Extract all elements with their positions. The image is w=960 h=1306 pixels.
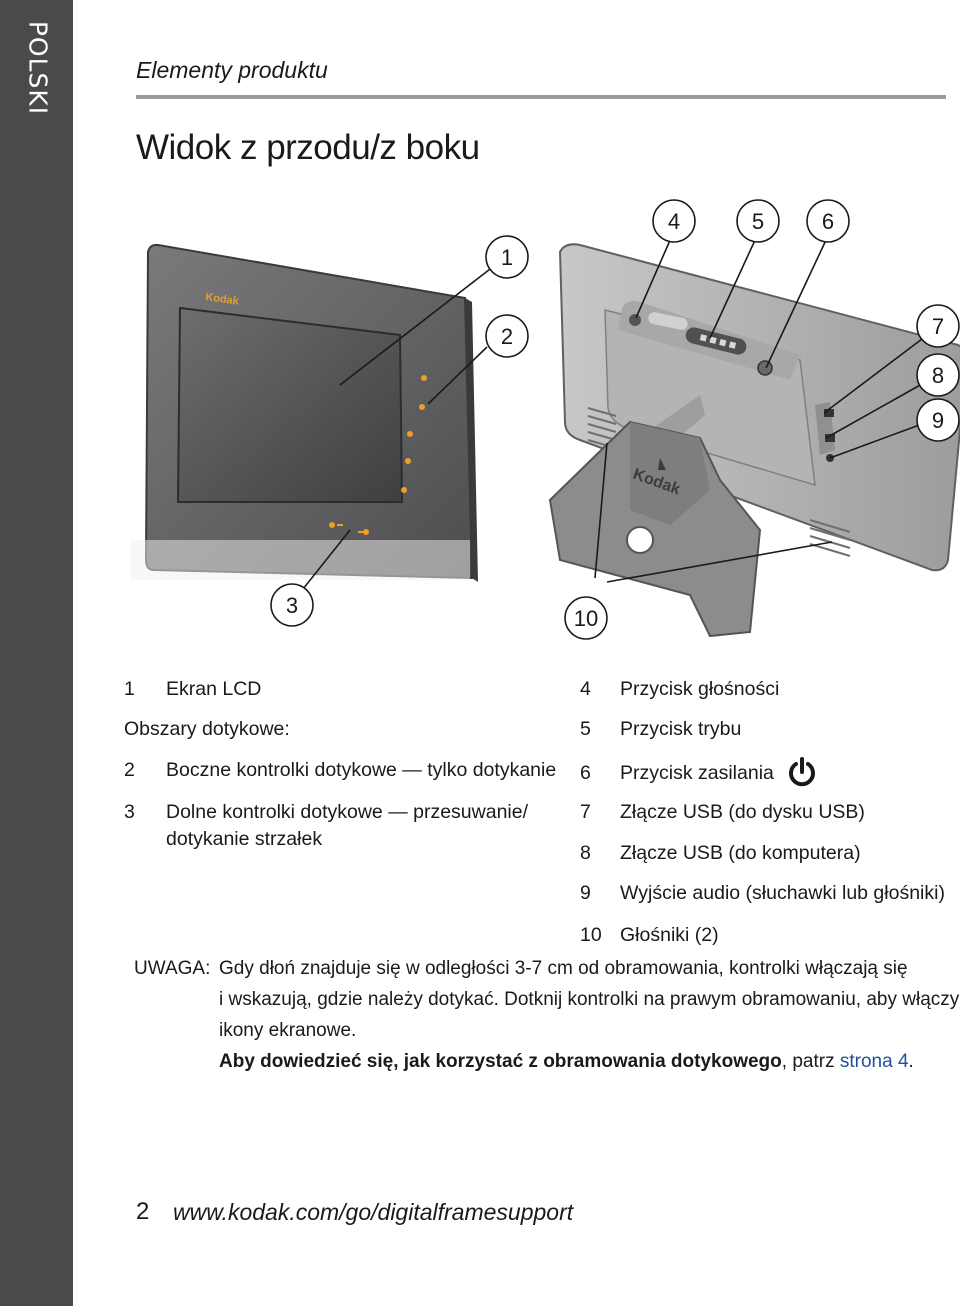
svg-text:2: 2 <box>501 324 513 349</box>
legend-heading-touch-areas: Obszary dotykowe: <box>124 718 290 740</box>
language-tab: POLSKI <box>0 0 73 1306</box>
svg-text:4: 4 <box>668 209 680 234</box>
legend-text: Złącze USB (do komputera) <box>620 842 861 864</box>
leader-lines <box>302 237 923 590</box>
svg-text:3: 3 <box>286 593 298 618</box>
callout-markers: 1 2 3 4 5 6 7 8 9 10 <box>270 199 960 640</box>
support-url[interactable]: www.kodak.com/go/digitalframesupport <box>173 1199 574 1225</box>
front-frame: Kodak <box>130 243 478 582</box>
svg-text:9: 9 <box>932 408 944 433</box>
front-kodak-logo: Kodak <box>205 291 241 308</box>
svg-text:7: 7 <box>932 314 944 339</box>
legend-text: Złącze USB (do dysku USB) <box>620 801 865 823</box>
callout-10: 10 <box>564 596 608 640</box>
legend-text: Głośniki (2) <box>620 924 719 946</box>
product-figure: Kodak <box>130 199 960 640</box>
bottom-touch-controls <box>329 522 369 535</box>
legend-text: Przycisk głośności <box>620 678 780 700</box>
language-label: POLSKI <box>23 20 53 116</box>
page-title: Widok z przodu/z boku <box>136 128 480 167</box>
usb-port-computer <box>825 434 835 442</box>
usb-port-drive <box>824 409 834 417</box>
legend-text: Przycisk trybu <box>620 718 742 740</box>
section-label: Elementy produktu <box>136 57 328 83</box>
callout-8: 8 <box>916 353 960 397</box>
note-label: UWAGA: <box>134 958 211 979</box>
legend-text: Dolne kontrolki dotykowe — przesuwanie/ <box>166 801 529 823</box>
svg-text:8: 8 <box>932 363 944 388</box>
callout-4: 4 <box>652 199 696 243</box>
callout-7: 7 <box>916 304 960 348</box>
callout-3: 3 <box>270 583 314 627</box>
note-line-1: Gdy dłoń znajduje się w odległości 3-7 c… <box>219 958 908 979</box>
note-line-4: Aby dowiedzieć się, jak korzystać z obra… <box>219 1051 914 1072</box>
svg-text:6: 6 <box>822 209 834 234</box>
back-view: Kodak <box>548 243 960 638</box>
speaker-grille-left <box>587 407 617 449</box>
page-number: 2 <box>136 1198 150 1225</box>
note-bold-text: Aby dowiedzieć się, jak korzystać z obra… <box>219 1051 782 1072</box>
callout-1: 1 <box>485 235 529 279</box>
svg-text:5: 5 <box>752 209 764 234</box>
note-line-3: ikony ekranowe. <box>219 1020 357 1041</box>
legend-text: Przycisk zasilania <box>620 762 774 784</box>
page-4-link[interactable]: strona 4 <box>839 1051 909 1072</box>
callout-5: 5 <box>736 199 780 243</box>
legend-item-3-continued: dotykanie strzałek <box>166 828 323 850</box>
callout-2: 2 <box>485 314 529 358</box>
svg-text:1: 1 <box>501 245 513 270</box>
callout-6: 6 <box>806 199 850 243</box>
svg-text:10: 10 <box>574 606 598 631</box>
header-divider <box>136 95 946 99</box>
legend-text: Ekran LCD <box>166 678 262 700</box>
callout-9: 9 <box>916 398 960 442</box>
power-icon <box>789 757 816 787</box>
lcd-screen <box>176 306 404 503</box>
note-line-2: i wskazują, gdzie należy dotykać. Dotkni… <box>219 989 960 1010</box>
legend-text: Boczne kontrolki dotykowe — tylko dotyka… <box>166 759 557 781</box>
side-touch-lights <box>401 375 427 493</box>
legend-text: Wyjście audio (słuchawki lub głośniki) <box>620 882 945 904</box>
